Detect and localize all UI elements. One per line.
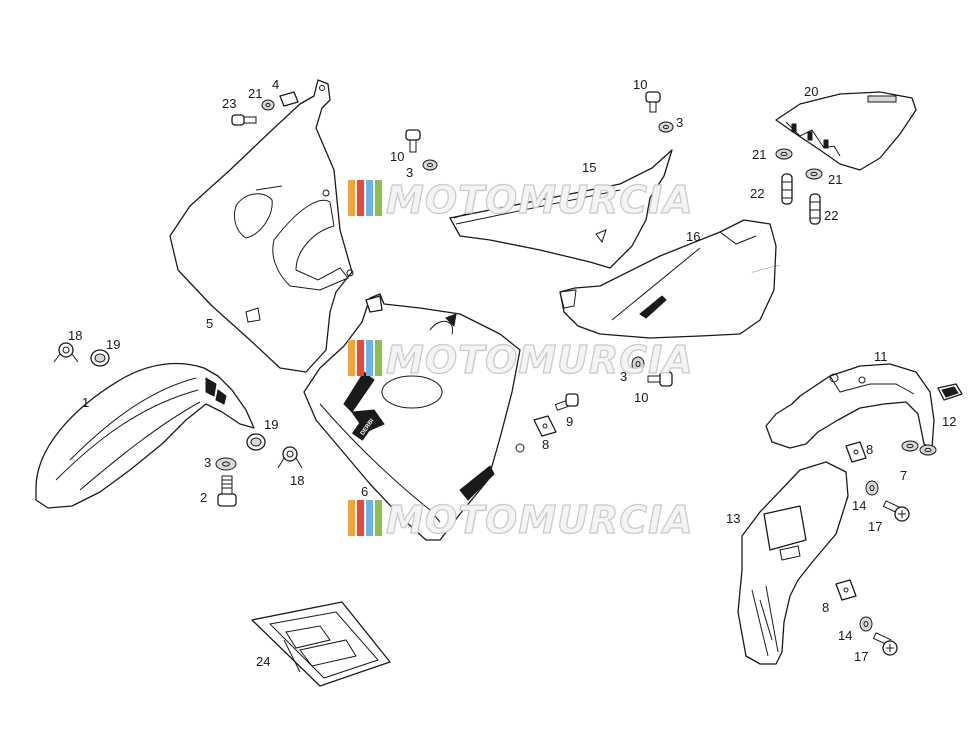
label-10: 10	[634, 390, 648, 405]
label-24: 24	[256, 654, 270, 669]
label-11: 11	[874, 349, 888, 364]
label-2: 2	[200, 490, 207, 505]
part-21-washer-c	[805, 168, 823, 180]
label-8: 8	[542, 437, 549, 452]
part-22-grommet-b	[809, 193, 821, 225]
watermark-top: MOTOMURCIA	[348, 177, 694, 223]
label-7: 7	[900, 468, 907, 483]
part-21-washer-a	[261, 99, 275, 111]
part-8-nut-b	[845, 441, 867, 463]
watermark-text: MOTOMURCIA	[386, 178, 694, 222]
label-10: 10	[390, 149, 404, 164]
part-18-clip-b	[277, 446, 303, 469]
part-14-washer-b	[859, 616, 873, 632]
part-17-screw-b	[872, 632, 898, 656]
label-22: 22	[824, 208, 838, 223]
part-9-screw	[554, 393, 579, 411]
label-14: 14	[852, 498, 866, 513]
label-17: 17	[868, 519, 882, 534]
part-8-nut-c	[835, 579, 857, 601]
label-21: 21	[828, 172, 842, 187]
part-21-washer-b	[775, 148, 793, 160]
watermark-text: MOTOMURCIA	[386, 498, 694, 542]
part-3-washer-b	[658, 121, 674, 133]
label-3: 3	[406, 165, 413, 180]
label-1: 1	[82, 395, 89, 410]
part-19-grommet-a	[90, 349, 110, 367]
label-16: 16	[686, 229, 700, 244]
part-19-grommet-b	[246, 433, 266, 451]
label-10: 10	[633, 77, 647, 92]
hardware-group	[53, 91, 937, 656]
part-23-screw	[231, 114, 257, 126]
label-17: 17	[854, 649, 868, 664]
label-18: 18	[290, 473, 304, 488]
part-22-grommet-a	[781, 173, 793, 205]
label-9: 9	[566, 414, 573, 429]
label-3: 3	[204, 455, 211, 470]
label-8: 8	[866, 442, 873, 457]
part-3-washer-c	[215, 457, 237, 471]
part-1-front-mudguard	[35, 362, 255, 509]
label-19: 19	[264, 417, 278, 432]
part-7-washer-b	[919, 444, 937, 456]
part-10-bolt-a	[405, 129, 421, 153]
label-22: 22	[750, 186, 764, 201]
label-8: 8	[822, 600, 829, 615]
part-15-side-panel-left	[449, 149, 673, 269]
part-3-washer-d	[631, 356, 645, 372]
part-5-front-plate	[169, 79, 354, 373]
part-24-manual	[251, 601, 391, 687]
label-15: 15	[582, 160, 596, 175]
part-8-nut-a	[533, 415, 557, 437]
watermark-middle: MOTOMURCIA	[348, 337, 694, 383]
part-7-washer-a	[901, 440, 919, 452]
callout-labels: 1 2 3 3 3 3 4 5 6 7 8 8 8 9 10 10 10 11 …	[68, 77, 956, 669]
watermark-text: MOTOMURCIA	[386, 338, 694, 382]
label-3: 3	[676, 115, 683, 130]
label-18: 18	[68, 328, 82, 343]
part-11-rear-bracket	[765, 363, 935, 449]
label-21: 21	[752, 147, 766, 162]
part-17-screw-a	[882, 500, 910, 522]
part-2-bolt	[217, 475, 237, 507]
label-20: 20	[804, 84, 818, 99]
label-21: 21	[248, 86, 262, 101]
part-18-clip-a	[53, 342, 79, 363]
label-14: 14	[838, 628, 852, 643]
label-13: 13	[726, 511, 740, 526]
part-16-side-panel-right: ~~~~~~~~~~	[559, 219, 781, 339]
label-5: 5	[206, 316, 213, 331]
part-3-washer-a	[422, 159, 438, 171]
label-3: 3	[620, 369, 627, 384]
label-4: 4	[272, 77, 279, 92]
part-12-clip	[937, 383, 963, 401]
part-13-rear-mudguard	[737, 461, 849, 665]
label-19: 19	[106, 337, 120, 352]
part-14-washer-a	[865, 480, 879, 496]
part-10-bolt-c	[647, 371, 673, 387]
part-10-bolt-b	[645, 91, 661, 113]
part-4-clip	[279, 91, 299, 107]
label-23: 23	[222, 96, 236, 111]
part-20-tail-section	[775, 91, 917, 171]
label-12: 12	[942, 414, 956, 429]
watermark-bottom: MOTOMURCIA	[348, 497, 694, 543]
label-6: 6	[361, 484, 368, 499]
